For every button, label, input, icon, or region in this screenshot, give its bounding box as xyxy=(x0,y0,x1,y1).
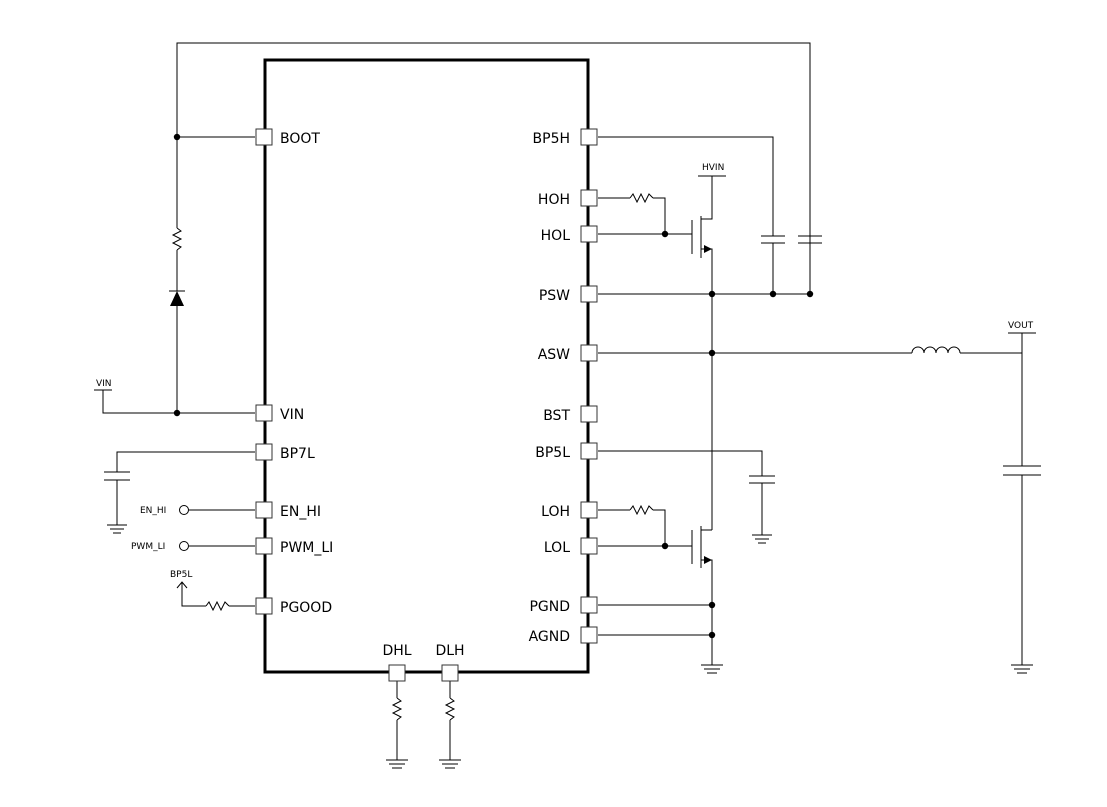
junction-dot xyxy=(769,290,777,298)
net-label-hvin: HVIN xyxy=(702,163,724,173)
pin-label-bst: BST xyxy=(543,408,570,424)
bp7l-capacitor xyxy=(104,451,255,534)
pgood-pullup xyxy=(176,581,255,612)
junction-dot xyxy=(661,542,669,550)
net-label-vout: VOUT xyxy=(1008,321,1034,331)
loh-gate-resistor xyxy=(598,504,666,546)
bottom-pins xyxy=(388,664,459,682)
pin-asw xyxy=(580,344,598,362)
pin-label-bp5h: BP5H xyxy=(533,131,570,147)
right-pins xyxy=(580,128,598,644)
pin-label-psw: PSW xyxy=(539,288,570,304)
pin-label-bp5l: BP5L xyxy=(535,445,570,461)
bootstrap-diode xyxy=(169,290,185,413)
pin-label-asw: ASW xyxy=(538,347,570,363)
pin-en-hi xyxy=(255,501,273,519)
pin-pgood xyxy=(255,597,273,615)
ic-body xyxy=(263,58,590,674)
net-label-vin: VIN xyxy=(96,379,112,389)
output-inductor xyxy=(911,346,1022,354)
pin-label-pwm-li: PWM_LI xyxy=(280,540,333,556)
pin-label-hoh: HOH xyxy=(538,192,570,208)
power-ground xyxy=(598,604,723,674)
pin-label-dlh: DLH xyxy=(435,643,464,659)
pin-hol xyxy=(580,225,598,243)
pin-label-loh: LOH xyxy=(541,504,570,520)
pin-label-lol: LOL xyxy=(544,540,570,556)
net-label-pgood-bp5l: BP5L xyxy=(170,570,192,580)
pin-label-agnd: AGND xyxy=(529,629,570,645)
pin-vin xyxy=(255,404,273,422)
pin-bst xyxy=(580,405,598,423)
pin-pgnd xyxy=(580,596,598,614)
bootstrap-loop-wire xyxy=(176,42,811,294)
pin-lol xyxy=(580,537,598,555)
pin-dlh xyxy=(441,664,459,682)
bootstrap-capacitor xyxy=(798,235,822,244)
pin-bp7l xyxy=(255,443,273,461)
junction-dot xyxy=(173,133,181,141)
dhl-resistor xyxy=(386,681,408,769)
pin-bp5h xyxy=(580,128,598,146)
pin-label-pgnd: PGND xyxy=(529,599,570,615)
pin-label-boot: BOOT xyxy=(280,131,320,147)
junction-dot xyxy=(708,349,716,357)
hoh-gate-resistor xyxy=(598,192,666,234)
pin-bp5l xyxy=(580,442,598,460)
pwm-li-input xyxy=(179,541,255,551)
junction-dot xyxy=(708,601,716,609)
net-label-en-hi: EN_HI xyxy=(140,506,166,516)
junction-dot xyxy=(708,631,716,639)
left-pins xyxy=(255,128,273,615)
en-hi-input xyxy=(179,505,255,515)
pin-label-vin: VIN xyxy=(280,407,304,423)
pin-dhl xyxy=(388,664,406,682)
net-label-pwm-li: PWM_LI xyxy=(131,542,165,552)
junction-dot xyxy=(806,290,814,298)
dlh-resistor xyxy=(439,681,461,769)
pin-loh xyxy=(580,501,598,519)
junction-dot xyxy=(661,230,669,238)
bp5l-capacitor xyxy=(598,450,775,544)
pin-label-dhl: DHL xyxy=(382,643,411,659)
pin-agnd xyxy=(580,626,598,644)
junction-dot xyxy=(708,290,716,298)
output-capacitor xyxy=(1003,332,1041,674)
bootstrap-resistor xyxy=(171,137,183,291)
vin-supply xyxy=(94,389,255,414)
high-side-mosfet xyxy=(691,175,726,294)
pin-label-hol: HOL xyxy=(541,228,571,244)
low-side-mosfet xyxy=(691,526,713,605)
pin-hoh xyxy=(580,189,598,207)
pin-psw xyxy=(580,285,598,303)
pin-label-pgood: PGOOD xyxy=(280,600,332,616)
bp5h-capacitor xyxy=(598,136,785,294)
pin-boot xyxy=(255,128,273,146)
pin-label-en-hi: EN_HI xyxy=(280,504,321,520)
junction-dot xyxy=(173,409,181,417)
pin-label-bp7l: BP7L xyxy=(280,446,315,462)
pin-pwm-li xyxy=(255,537,273,555)
